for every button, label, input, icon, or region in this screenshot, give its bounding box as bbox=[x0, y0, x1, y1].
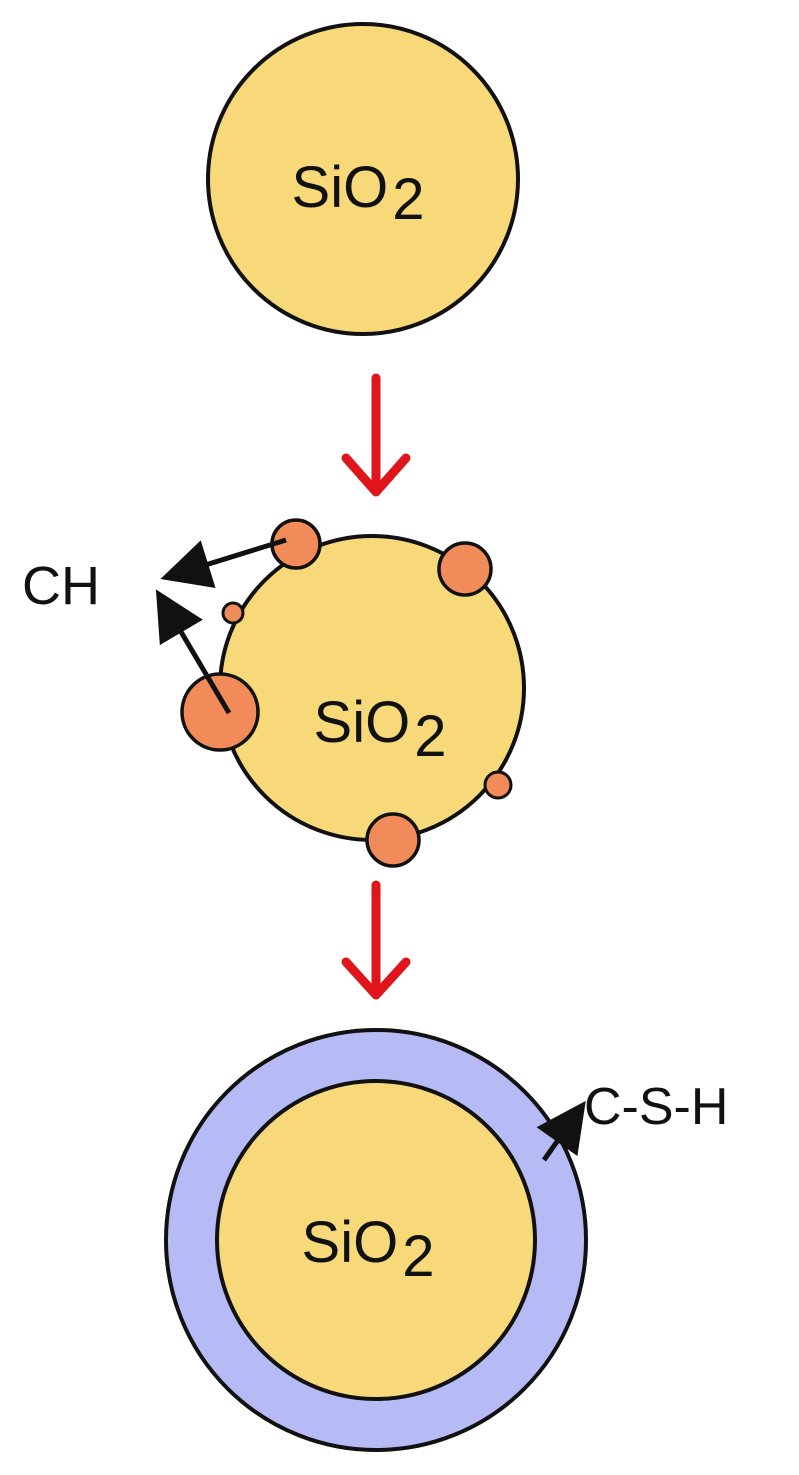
ch-particle bbox=[221, 601, 245, 625]
ch-pointer-arrow bbox=[155, 589, 232, 715]
ch-label: CH bbox=[22, 556, 100, 616]
silica-label-2: SiO2 bbox=[314, 690, 447, 769]
ch-pointer-arrow bbox=[160, 537, 287, 589]
silica-label-2-sub: 2 bbox=[414, 704, 446, 769]
stage-1: SiO2 bbox=[206, 22, 520, 336]
csh-pointer-arrow bbox=[536, 1100, 586, 1162]
silica-label-3-main: SiO bbox=[302, 1210, 399, 1275]
ch-particle bbox=[365, 812, 421, 868]
silica-label-2-main: SiO bbox=[314, 690, 411, 755]
stage-2: SiO2 CH bbox=[22, 518, 526, 868]
ch-particle bbox=[483, 770, 513, 800]
ch-particle bbox=[180, 672, 260, 752]
silica-label-3: SiO2 bbox=[302, 1210, 435, 1289]
silica-label-3-sub: 2 bbox=[402, 1224, 434, 1289]
silica-core-1 bbox=[206, 22, 520, 336]
process-arrow-2 bbox=[341, 880, 411, 1000]
stage-3: SiO2 C-S-H bbox=[164, 1028, 728, 1452]
silica-label-1-sub: 2 bbox=[392, 167, 424, 232]
ch-particle bbox=[437, 541, 493, 597]
csh-label: C-S-H bbox=[584, 1078, 728, 1136]
silica-label-1-main: SiO bbox=[292, 155, 389, 220]
silica-core-3 bbox=[215, 1079, 537, 1401]
silica-label-1: SiO2 bbox=[292, 155, 425, 232]
process-arrow-1 bbox=[341, 373, 411, 497]
